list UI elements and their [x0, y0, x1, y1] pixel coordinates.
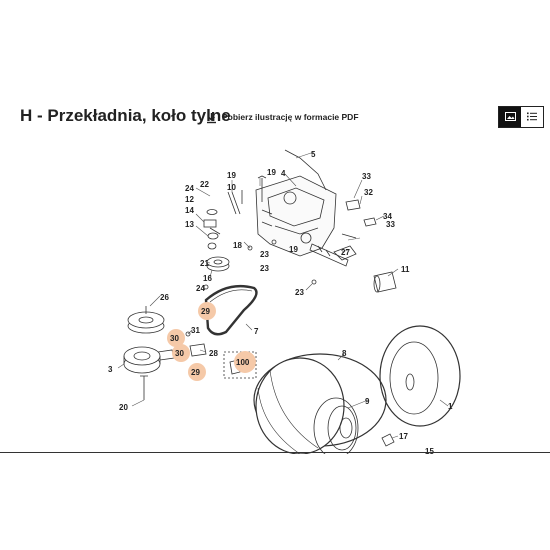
page-title: H - Przekładnia, koło tylne [20, 106, 231, 125]
part-labels: 5 4 19 19 10 22 24 12 14 13 18 23 19 23 … [108, 150, 453, 454]
part-label: 12 [185, 195, 194, 204]
part-label: 23 [295, 288, 304, 297]
part-label: 32 [364, 188, 373, 197]
part-label: 34 [383, 212, 392, 221]
part-label: 22 [200, 180, 209, 189]
download-pdf-link[interactable]: Pobierz ilustrację w formacie PDF [206, 111, 359, 124]
highlighted-part-label[interactable]: 100 [236, 358, 250, 367]
part-label: 7 [254, 327, 259, 336]
view-toggle [498, 106, 544, 128]
part-label: 21 [200, 259, 209, 268]
highlighted-part-label[interactable]: 30 [175, 349, 184, 358]
part-label: 31 [191, 326, 200, 335]
part-label: 23 [260, 264, 269, 273]
part-label: 10 [227, 183, 236, 192]
highlight-markers [167, 302, 256, 381]
part-label: 24 [185, 184, 194, 193]
part-label: 14 [185, 206, 194, 215]
divider-line [0, 452, 550, 453]
part-label: 9 [365, 397, 370, 406]
part-label: 11 [401, 265, 410, 274]
part-label: 8 [342, 349, 347, 358]
part-label: 16 [203, 274, 212, 283]
part-label: 33 [386, 220, 395, 229]
part-label: 18 [233, 241, 242, 250]
list-view-icon [527, 108, 537, 126]
image-view-button[interactable] [499, 107, 521, 127]
download-icon [206, 111, 217, 124]
exploded-parts-diagram: 5 4 19 19 10 22 24 12 14 13 18 23 19 23 … [0, 138, 550, 454]
part-label: 26 [160, 293, 169, 302]
part-label: 5 [311, 150, 316, 159]
download-pdf-label: Pobierz ilustrację w formacie PDF [222, 112, 359, 122]
highlighted-part-label[interactable]: 29 [191, 368, 200, 377]
part-label: 33 [362, 172, 371, 181]
highlighted-part-labels: 30 29 30 29 100 [170, 307, 250, 377]
highlighted-part-label[interactable]: 29 [201, 307, 210, 316]
part-label: 19 [227, 171, 236, 180]
part-label: 13 [185, 220, 194, 229]
parts-diagram-svg: 5 4 19 19 10 22 24 12 14 13 18 23 19 23 … [108, 149, 461, 454]
part-label: 27 [341, 248, 350, 257]
part-label: 20 [119, 403, 128, 412]
list-view-button[interactable] [521, 107, 543, 127]
part-label: 23 [260, 250, 269, 259]
part-label: 17 [399, 432, 408, 441]
part-label: 3 [108, 365, 113, 374]
highlighted-part-label[interactable]: 30 [170, 334, 179, 343]
part-label: 19 [289, 245, 298, 254]
part-label: 24 [196, 284, 205, 293]
part-label: 4 [281, 169, 286, 178]
image-view-icon [504, 108, 516, 126]
part-label: 15 [425, 447, 434, 454]
part-label: 28 [209, 349, 218, 358]
part-label: 1 [448, 402, 453, 411]
page-header: H - Przekładnia, koło tylne Pobierz ilus… [0, 100, 550, 136]
part-label: 19 [267, 168, 276, 177]
